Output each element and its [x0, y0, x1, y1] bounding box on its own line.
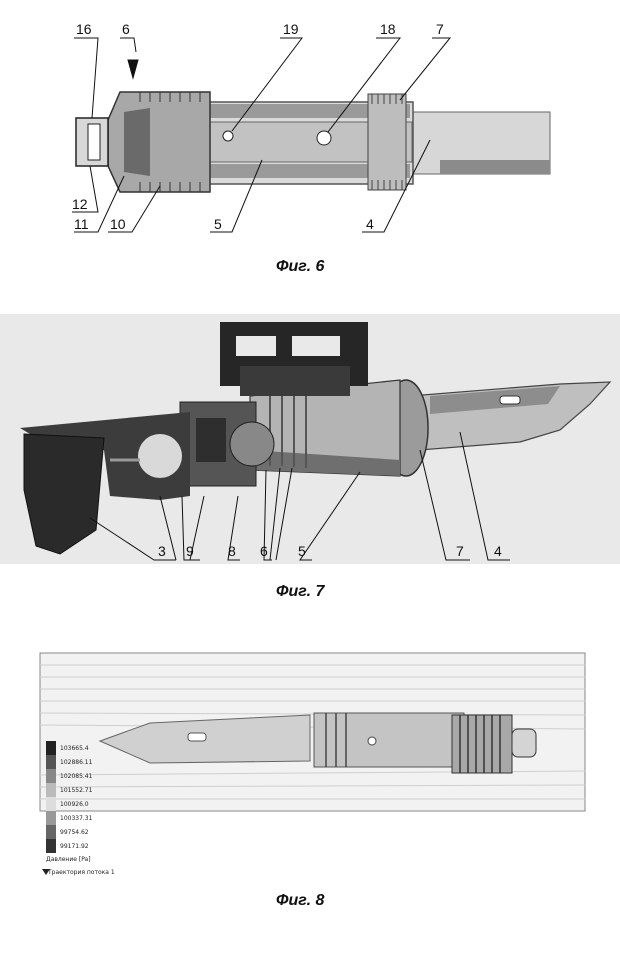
fig7-label-4: 4 — [494, 543, 502, 559]
fig6-ring-7 — [367, 93, 407, 191]
fig6-blade-fuller — [440, 160, 550, 174]
figure-6-drawing: 16 6 19 18 7 12 11 10 5 4 — [72, 21, 551, 233]
fig7-blade-slot — [499, 395, 521, 405]
fig7-rail-window-2 — [292, 336, 340, 356]
fig6-label-16: 16 — [76, 21, 92, 37]
fig7-label-5: 5 — [298, 543, 306, 559]
fig6-label-11: 11 — [74, 216, 89, 232]
fig6-hole-18 — [316, 130, 332, 146]
fig6-caption: Фиг. 6 — [276, 258, 325, 275]
fig6-label-10: 10 — [110, 216, 126, 232]
fig7-label-7: 7 — [456, 543, 464, 559]
fig8-blade-slot — [187, 732, 207, 742]
fig8-caption: Фиг. 8 — [276, 892, 325, 909]
fig6-shade-top — [150, 104, 410, 118]
fig7-rail-foot — [240, 366, 350, 396]
fig8-legend-swatch-2 — [46, 755, 56, 769]
fig7-frame — [20, 412, 190, 500]
fig8-legend-value: 99754.62 — [60, 829, 89, 836]
fig6-label-18: 18 — [380, 21, 396, 37]
fig6-label-4: 4 — [366, 216, 374, 232]
fig8-head — [451, 714, 513, 774]
fig8-legend-swatch-8 — [46, 839, 56, 853]
fig8-legend-value: 100337.31 — [60, 815, 93, 822]
fig6-shade-bottom — [150, 164, 410, 178]
fig7-tube-shadow — [250, 450, 400, 476]
fig7-mech-detail — [196, 418, 226, 462]
fig6-label-12: 12 — [72, 196, 88, 212]
fig7-label-8: 8 — [228, 543, 236, 559]
fig7-rail-window-1 — [236, 336, 276, 356]
fig8-legend-value: 103665.4 — [60, 745, 89, 752]
fig6-cone — [124, 108, 150, 176]
fig8-body — [313, 712, 465, 768]
fig8-legend-value: 101552.71 — [60, 787, 93, 794]
figure-7-drawing: 3 9 8 6 5 7 4 — [0, 314, 620, 564]
fig8-legend-footer: Траектория потока 1 — [47, 869, 115, 876]
fig8-legend-swatch-3 — [46, 769, 56, 783]
fig8-legend-value: 99171.92 — [60, 843, 89, 850]
fig7-mech-drum — [229, 421, 275, 467]
fig6-label-5: 5 — [214, 216, 222, 232]
fig8-legend-swatch-1 — [46, 741, 56, 755]
figure-8-drawing: 103665.4 102886.11 102085.41 101552.71 1… — [39, 652, 586, 876]
fig7-blade-spine — [430, 386, 560, 414]
fig7-label-6: 6 — [260, 543, 268, 559]
fig6-label-19: 19 — [283, 21, 299, 37]
fig8-legend-value: 102085.41 — [60, 773, 93, 780]
fig8-legend-unit: Давление [Pa] — [46, 856, 91, 863]
fig7-grip — [23, 433, 105, 555]
fig6-hole-19 — [222, 130, 234, 142]
fig6-cap-slot — [87, 123, 101, 161]
fig8-legend-swatch-5 — [46, 797, 56, 811]
fig8-body-hole — [367, 736, 377, 746]
fig6-label-7: 7 — [436, 21, 444, 37]
fig8-legend-swatch-4 — [46, 783, 56, 797]
fig8-flow-arrow-icon — [42, 869, 50, 875]
fig7-trigger-guard-opening — [138, 434, 182, 478]
fig8-legend-value: 100926.0 — [60, 801, 89, 808]
fig6-label-6: 6 — [122, 21, 130, 37]
fig7-caption: Фиг. 7 — [276, 583, 325, 600]
fig8-end-cap — [511, 728, 537, 758]
fig7-label-3: 3 — [158, 543, 166, 559]
fig7-label-9: 9 — [186, 543, 194, 559]
fig8-legend-value: 102886.11 — [60, 759, 93, 766]
fig8-legend-swatch-6 — [46, 811, 56, 825]
fig8-legend-swatch-7 — [46, 825, 56, 839]
